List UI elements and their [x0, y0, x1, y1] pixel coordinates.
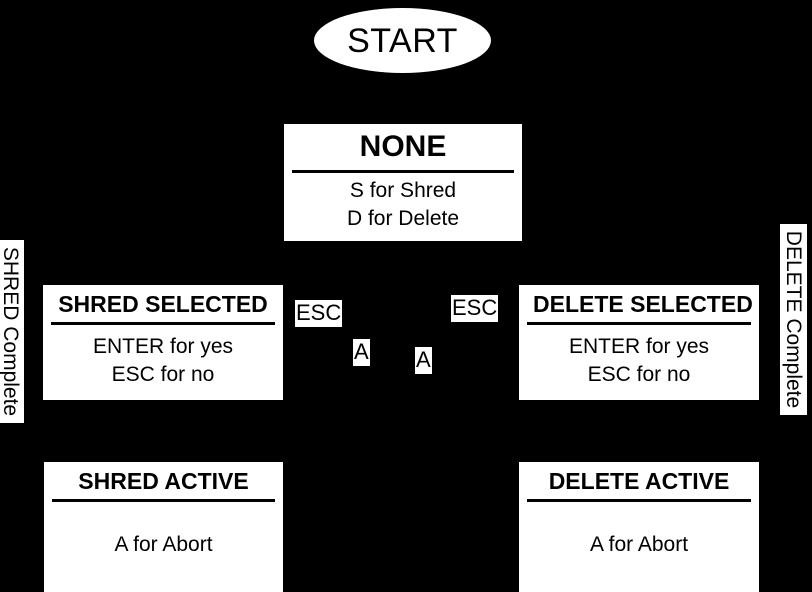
edge-label-shred-complete-text: SHRED Complete — [0, 246, 23, 417]
state-node-delete-active-line-1: A for Abort — [589, 533, 689, 557]
state-node-shred-active-body: A for Abort — [44, 502, 283, 592]
state-node-none-line-1: S for Shred — [349, 179, 457, 203]
state-node-delete-selected-body: ENTER for yes ESC for no — [519, 325, 759, 400]
state-node-shred-selected[interactable]: SHRED SELECTED ENTER for yes ESC for no — [43, 285, 283, 400]
state-node-shred-active-title: SHRED ACTIVE — [52, 462, 275, 503]
state-node-none[interactable]: NONE S for Shred D for Delete — [284, 124, 522, 241]
state-node-none-line-2: D for Delete — [346, 206, 460, 230]
state-node-delete-selected-line-1: ENTER for yes — [568, 335, 710, 358]
state-node-delete-selected-line-2: ESC for no — [587, 362, 691, 386]
state-node-shred-active-line-1: A for Abort — [114, 533, 213, 557]
start-node-label: START — [347, 21, 458, 60]
state-node-shred-selected-line-2: ESC for no — [111, 362, 215, 386]
state-node-none-title: NONE — [292, 124, 514, 173]
state-node-delete-active-body: A for Abort — [519, 502, 759, 592]
state-node-delete-active[interactable]: DELETE ACTIVE A for Abort — [519, 462, 759, 592]
start-node[interactable]: START — [314, 8, 491, 73]
state-node-shred-selected-title: SHRED SELECTED — [51, 285, 275, 326]
state-node-none-body: S for Shred D for Delete — [284, 173, 522, 242]
state-node-shred-selected-line-1: ENTER for yes — [92, 335, 234, 358]
edge-label-esc-delete: ESC — [451, 295, 499, 322]
edge-label-abort-delete: A — [415, 347, 432, 374]
edge-label-esc-shred: ESC — [295, 300, 343, 327]
edge-label-delete-complete-text: DELETE Complete — [782, 230, 805, 409]
edge-label-abort-shred: A — [353, 339, 370, 366]
edge-label-delete-complete: DELETE Complete — [780, 224, 807, 415]
state-node-shred-active[interactable]: SHRED ACTIVE A for Abort — [44, 462, 283, 592]
state-node-delete-selected-title: DELETE SELECTED — [527, 285, 753, 326]
state-node-delete-selected[interactable]: DELETE SELECTED ENTER for yes ESC for no — [519, 285, 759, 400]
edge-label-shred-complete: SHRED Complete — [0, 240, 24, 423]
state-node-shred-selected-body: ENTER for yes ESC for no — [43, 325, 283, 400]
state-node-delete-active-title: DELETE ACTIVE — [527, 462, 751, 503]
